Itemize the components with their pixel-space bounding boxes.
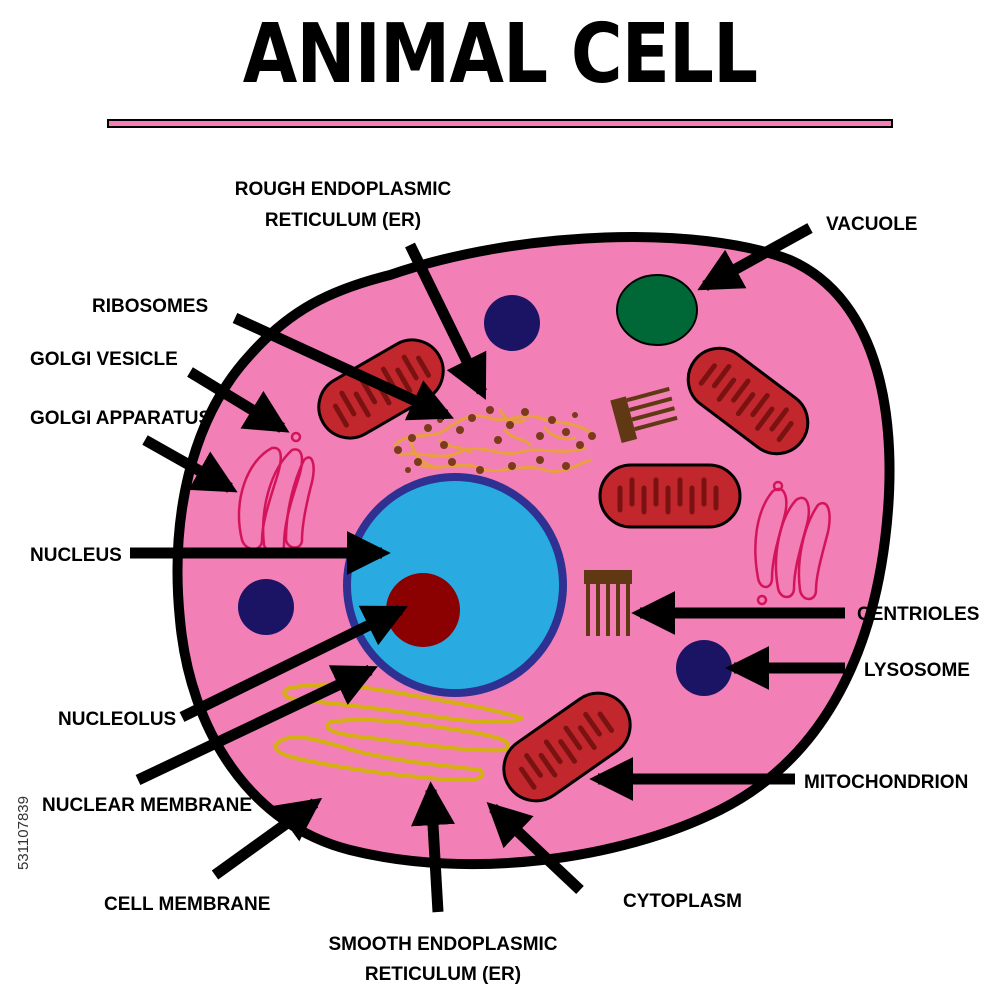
arrow-cytoplasm (486, 801, 584, 895)
label-golgi-apparatus: GOLGI APPARATUS (30, 408, 211, 429)
stock-image-id: 531107839 (15, 796, 32, 870)
label-ribosomes: RIBOSOMES (92, 296, 208, 317)
title-underline (107, 119, 893, 128)
arrow-nuclear-membrane (135, 665, 378, 785)
arrow-golgi-apparatus (142, 435, 238, 493)
lysosome (238, 579, 294, 635)
arrow-golgi-vesicle (187, 367, 290, 433)
vacuole (616, 274, 698, 346)
label-centrioles: CENTRIOLES (857, 604, 979, 625)
label-smooth-er-line1: SMOOTH ENDOPLASMIC (328, 934, 557, 955)
golgi-apparatus (754, 480, 831, 606)
label-cytoplasm: CYTOPLASM (623, 891, 742, 912)
label-lysosome: LYSOSOME (864, 660, 970, 681)
arrow-nucleolus (179, 605, 408, 722)
label-golgi-vesicle: GOLGI VESICLE (30, 349, 178, 370)
mitochondrion (686, 346, 810, 456)
label-cell-membrane: CELL MEMBRANE (104, 894, 270, 915)
lysosome (676, 640, 732, 696)
label-rough-er-line2: RETICULUM (ER) (265, 210, 421, 231)
mitochondrion (598, 463, 742, 529)
label-nucleus: NUCLEUS (30, 545, 122, 566)
arrow-rough-er (405, 242, 487, 400)
label-nucleolus: NUCLEOLUS (58, 709, 176, 730)
arrow-smooth-er (411, 781, 455, 913)
label-smooth-er-line2: RETICULUM (ER) (365, 964, 521, 985)
lysosome (484, 295, 540, 351)
ribosomes (394, 406, 596, 474)
label-rough-er-line1: ROUGH ENDOPLASMIC (235, 179, 452, 200)
label-nuclear-membrane: NUCLEAR MEMBRANE (42, 795, 252, 816)
centrioles (584, 386, 678, 636)
arrow-ribosomes (232, 313, 454, 421)
page-title: ANIMAL CELL (242, 7, 758, 102)
arrow-vacuole (697, 223, 813, 291)
label-vacuole: VACUOLE (826, 214, 917, 235)
mitochondrion (502, 691, 632, 803)
label-mitochondrion: MITOCHONDRION (804, 772, 968, 793)
nucleus (343, 473, 567, 697)
arrow-cell-membrane (211, 797, 323, 880)
